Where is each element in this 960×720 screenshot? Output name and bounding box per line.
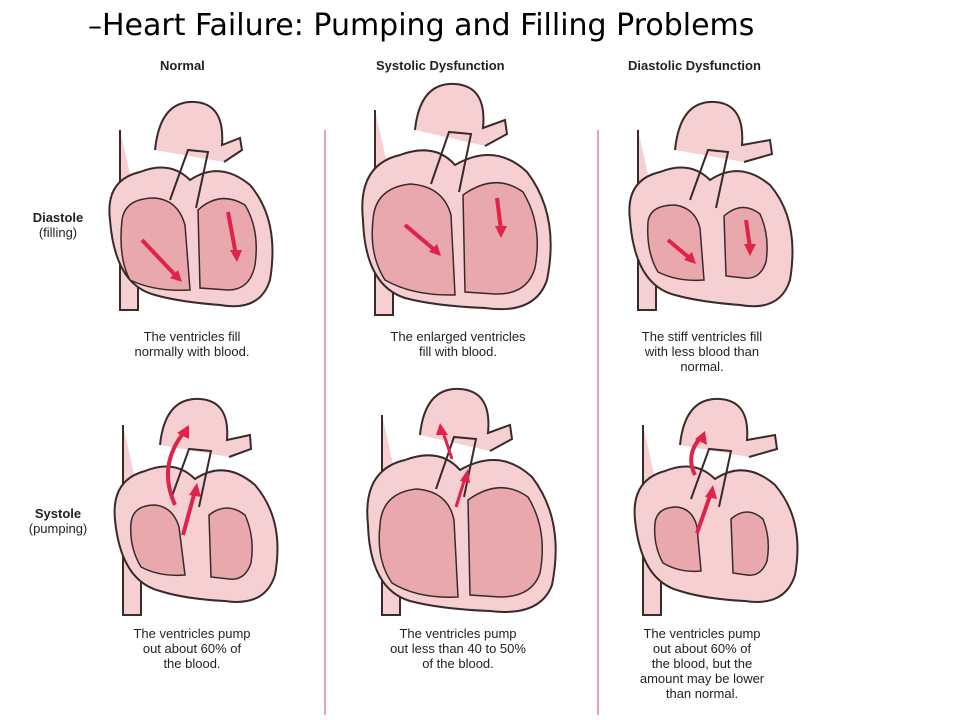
row-label-systole-title: Systole: [34, 506, 82, 521]
heart-outline: [113, 397, 279, 616]
row-label-diastole-sub: (filling): [38, 225, 78, 240]
caption-normal-diastole: The ventricles fill normally with blood.: [134, 329, 250, 359]
caption-normal-systole: The ventricles pump out about 60% of the…: [133, 626, 251, 671]
heart-outline: [361, 82, 552, 316]
row-label-diastole: Diastole (filling): [20, 210, 96, 240]
heart-systolic-systole: [366, 387, 557, 616]
heart-normal-systole: [113, 397, 279, 616]
flow-arrows: [666, 219, 756, 264]
column-heading-normal: Normal: [160, 58, 205, 73]
heart-diastolic-systole: [633, 397, 799, 616]
caption-systolic-systole: The ventricles pump out less than 40 to …: [390, 626, 526, 671]
heart-outline: [366, 387, 557, 616]
title-text: Heart Failure: Pumping and Filling Probl…: [102, 8, 755, 43]
column-divider-2: [597, 130, 599, 715]
row-label-systole-sub: (pumping): [28, 521, 88, 536]
flow-arrows: [689, 431, 717, 534]
heart-normal-diastole: [108, 100, 274, 311]
flow-arrows: [165, 425, 201, 536]
title-prefix: –: [88, 9, 102, 42]
column-divider-1: [324, 130, 326, 715]
caption-systolic-diastole: The enlarged ventricles fill with blood.: [390, 329, 526, 359]
flow-arrows: [403, 197, 507, 256]
row-label-diastole-title: Diastole: [32, 210, 84, 225]
flow-arrows: [140, 211, 242, 282]
heart-outline: [108, 100, 274, 311]
heart-outline: [633, 397, 799, 616]
slide-title: –Heart Failure: Pumping and Filling Prob…: [88, 8, 754, 43]
heart-systolic-diastole: [361, 82, 552, 316]
caption-diastolic-systole: The ventricles pump out about 60% of the…: [639, 626, 765, 701]
flow-arrows: [436, 423, 470, 508]
column-heading-systolic: Systolic Dysfunction: [376, 58, 505, 73]
heart-outline: [628, 100, 794, 311]
heart-diastolic-diastole: [628, 100, 794, 311]
row-label-systole: Systole (pumping): [20, 506, 96, 536]
column-heading-diastolic: Diastolic Dysfunction: [628, 58, 761, 73]
caption-diastolic-diastole: The stiff ventricles fill with less bloo…: [641, 329, 763, 374]
